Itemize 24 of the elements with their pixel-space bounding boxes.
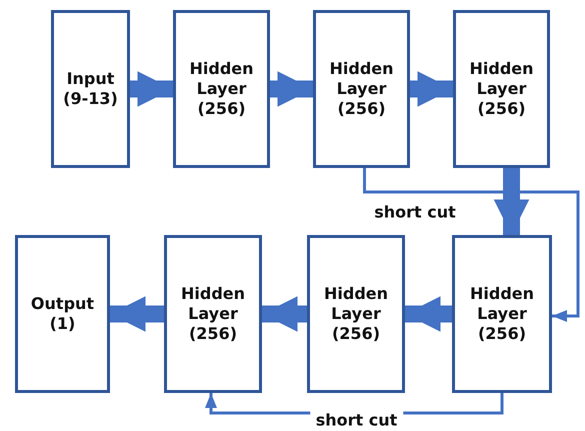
block-arrow xyxy=(410,71,453,107)
layer-label: Output (1) xyxy=(30,294,96,334)
block-arrow xyxy=(270,71,313,107)
layer-label: Hidden Layer (256) xyxy=(180,284,246,344)
layer-box xyxy=(452,235,552,393)
layer-label: Hidden Layer (256) xyxy=(188,59,255,119)
layer-label: Hidden Layer (256) xyxy=(468,284,536,344)
layer-label: Hidden Layer (256) xyxy=(328,59,395,119)
layer-box xyxy=(173,10,270,168)
block-arrow xyxy=(262,296,307,332)
layer-label: Input (9-13) xyxy=(62,69,119,109)
layer-box xyxy=(51,10,130,168)
layer-box xyxy=(15,235,110,393)
connector-arrow xyxy=(363,168,580,322)
layer-label: Hidden Layer (256) xyxy=(322,284,390,344)
block-arrow xyxy=(110,296,164,332)
layer-box xyxy=(313,10,410,168)
layer-box xyxy=(307,235,405,393)
layer-label: Hidden Layer (256) xyxy=(468,59,535,119)
layer-box xyxy=(164,235,262,393)
block-arrow xyxy=(405,296,452,332)
block-arrow xyxy=(130,71,173,107)
layer-box xyxy=(453,10,550,168)
block-arrow xyxy=(494,168,530,235)
